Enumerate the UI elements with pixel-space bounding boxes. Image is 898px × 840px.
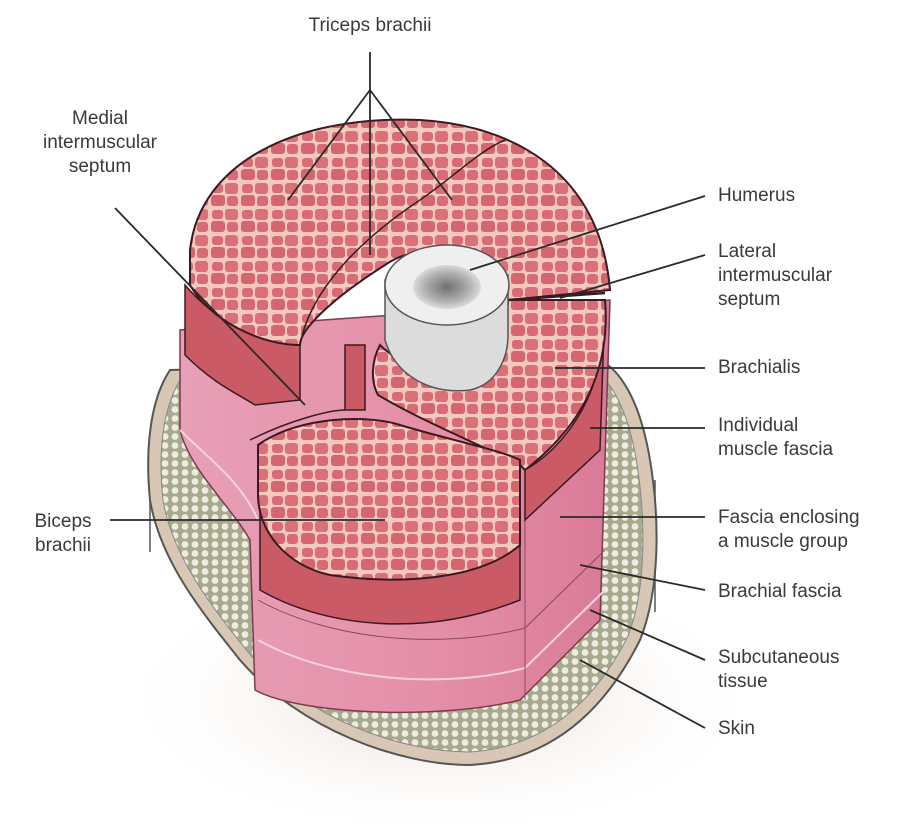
- label-fascia-enclosing-muscle-group: Fascia enclosing a muscle group: [718, 506, 860, 554]
- label-triceps-brachii: Triceps brachii: [270, 14, 470, 38]
- label-humerus: Humerus: [718, 184, 795, 208]
- label-line: tissue: [718, 670, 840, 694]
- label-line: Biceps: [18, 510, 108, 534]
- label-subcutaneous-tissue: Subcutaneous tissue: [718, 646, 840, 694]
- label-biceps-brachii: Biceps brachii: [18, 510, 108, 558]
- label-line: brachii: [18, 534, 108, 558]
- label-brachial-fascia: Brachial fascia: [718, 580, 842, 604]
- label-line: Skin: [718, 717, 755, 741]
- septum-wall: [345, 345, 365, 410]
- label-line: Lateral: [718, 240, 832, 264]
- label-line: Fascia enclosing: [718, 506, 860, 530]
- label-line: Triceps brachii: [270, 14, 470, 38]
- label-skin: Skin: [718, 717, 755, 741]
- label-line: Brachial fascia: [718, 580, 842, 604]
- label-line: Individual: [718, 414, 833, 438]
- label-line: intermuscular: [20, 131, 180, 155]
- label-line: muscle fascia: [718, 438, 833, 462]
- label-medial-intermuscular-septum: Medial intermuscular septum: [20, 107, 180, 179]
- label-brachialis: Brachialis: [718, 356, 800, 380]
- label-lateral-intermuscular-septum: Lateral intermuscular septum: [718, 240, 832, 312]
- label-line: intermuscular: [718, 264, 832, 288]
- label-line: Brachialis: [718, 356, 800, 380]
- label-individual-muscle-fascia: Individual muscle fascia: [718, 414, 833, 462]
- label-line: Humerus: [718, 184, 795, 208]
- label-line: Medial: [20, 107, 180, 131]
- label-line: Subcutaneous: [718, 646, 840, 670]
- label-line: septum: [718, 288, 832, 312]
- label-line: a muscle group: [718, 530, 860, 554]
- humerus-marrow: [413, 265, 481, 309]
- label-line: septum: [20, 155, 180, 179]
